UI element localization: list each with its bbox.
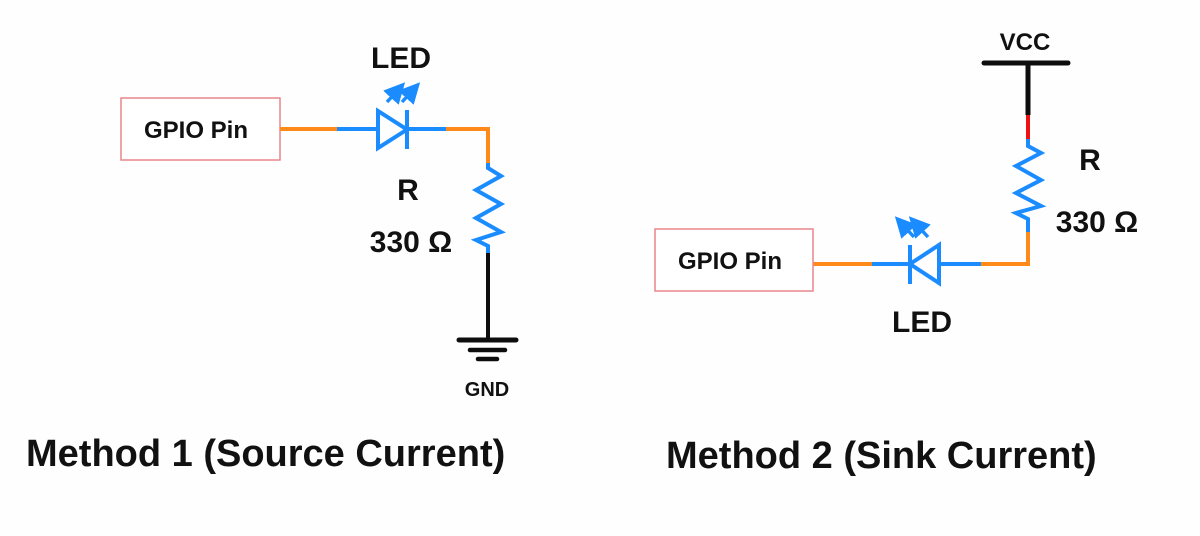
method1-led-label: LED xyxy=(371,42,431,75)
method2-led-light-arrow-icon xyxy=(894,216,917,239)
method1-resistor-value: 330 Ω xyxy=(370,226,452,259)
method2-vcc-label: VCC xyxy=(1000,29,1051,56)
method1-ground-icon xyxy=(456,337,519,362)
method2-gpio-pin-box: GPIO Pin xyxy=(654,228,814,292)
method2-resistor-symbol xyxy=(1010,139,1047,232)
method2-resistor-value: 330 Ω xyxy=(1056,206,1138,239)
method1-led-light-arrow-icon xyxy=(398,82,421,105)
method1-circuit: GPIO Pin LED R 330 Ω GND Method 1 xyxy=(26,42,519,475)
method2-led-triangle xyxy=(906,241,941,287)
method1-led-triangle xyxy=(376,107,411,152)
method2-wire-resistor-to-led xyxy=(981,232,1030,266)
method1-led-symbol xyxy=(376,82,421,152)
method1-led-light-arrow-icon xyxy=(383,82,406,105)
method1-title: Method 1 (Source Current) xyxy=(26,433,505,475)
method2-circuit: VCC R 330 Ω LED GPIO Pin Method 2 (Sink … xyxy=(654,29,1138,477)
method1-resistor-symbol xyxy=(470,163,506,253)
method2-vcc-icon xyxy=(981,60,1071,115)
method2-led-label: LED xyxy=(892,306,952,339)
method2-resistor-label: R xyxy=(1079,144,1101,177)
method2-led-symbol xyxy=(894,216,941,287)
method1-ground-label: GND xyxy=(465,379,509,401)
method2-title: Method 2 (Sink Current) xyxy=(666,435,1097,477)
method1-gpio-pin-label: GPIO Pin xyxy=(144,117,248,144)
method1-resistor-label: R xyxy=(397,174,419,207)
method2-led-light-arrow-icon xyxy=(908,216,931,239)
method2-gpio-pin-label: GPIO Pin xyxy=(678,248,782,275)
method1-wire-led-to-resistor xyxy=(446,127,490,163)
method1-gpio-pin-box: GPIO Pin xyxy=(120,97,281,161)
